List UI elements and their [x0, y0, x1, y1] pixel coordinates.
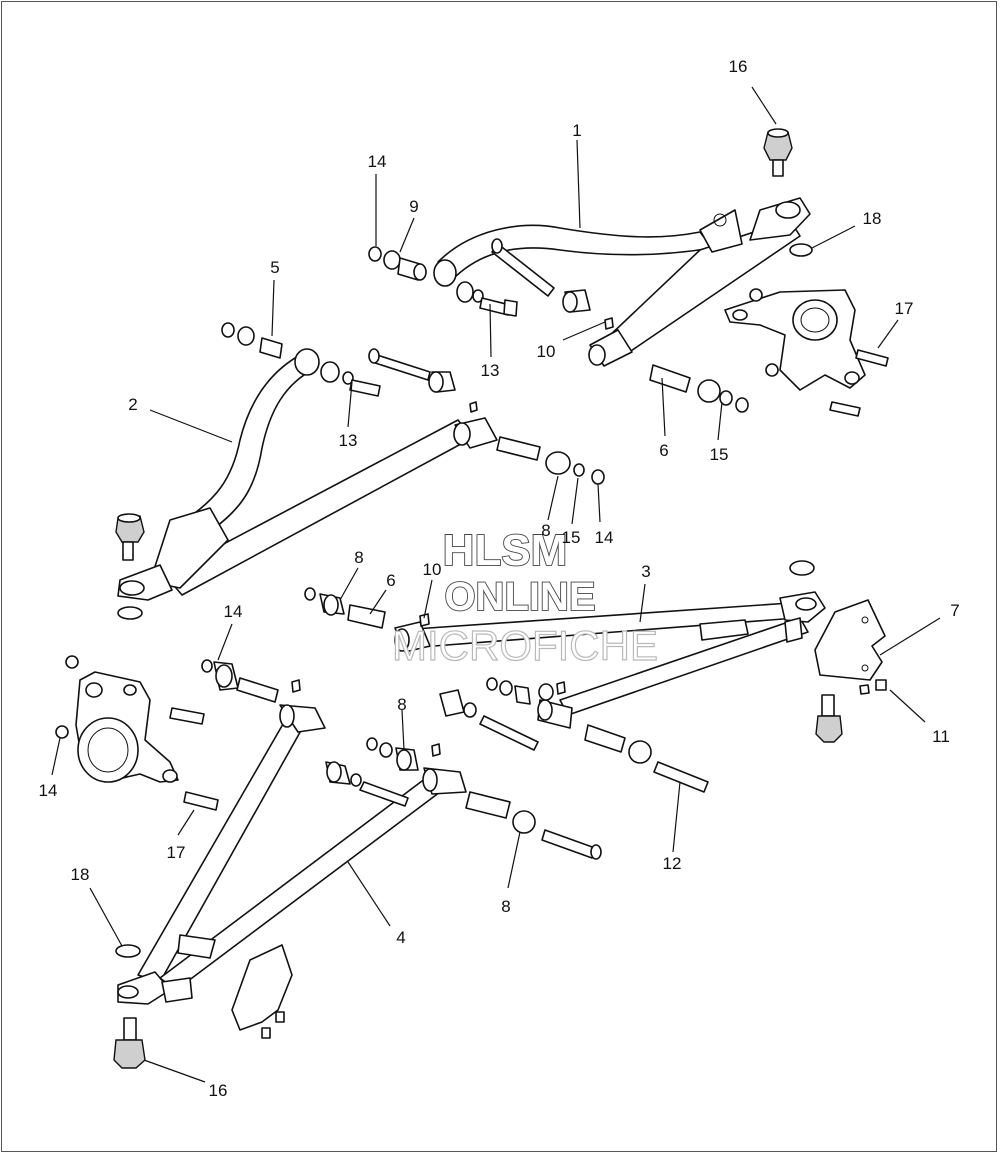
- lower-a-arm-right: [394, 591, 826, 729]
- callout-17-left: 17: [167, 843, 186, 862]
- callout-8-bottom: 8: [501, 897, 510, 916]
- callout-9: 9: [409, 197, 418, 216]
- callout-16-bottom: 16: [209, 1081, 228, 1100]
- snap-ring-left: [117, 606, 143, 620]
- callout-14-bottomleft: 14: [39, 781, 58, 800]
- callout-3: 3: [641, 562, 650, 581]
- callout-16-top: 16: [729, 57, 748, 76]
- callout-14-left: 14: [224, 602, 243, 621]
- callout-7: 7: [950, 601, 959, 620]
- watermark-line-3: MICROFICHE: [392, 622, 658, 669]
- ball-joint-left: [115, 513, 145, 561]
- callout-6-top: 6: [659, 441, 668, 460]
- callout-18-top: 18: [863, 209, 882, 228]
- steering-knuckle-left: [55, 655, 219, 811]
- callout-10-top: 10: [537, 342, 556, 361]
- callout-15-top: 15: [710, 445, 729, 464]
- callout-labels: 16 1 14 9 18 5 17 10 13 2 13 6 15 8 15 1…: [39, 57, 960, 1100]
- arm4-hardware: [201, 659, 602, 860]
- leader-lines: [51, 86, 941, 1083]
- ball-joint-right: [815, 694, 843, 743]
- snap-ring-top: [789, 243, 813, 257]
- callout-17-right: 17: [895, 299, 914, 318]
- callout-5: 5: [270, 258, 279, 277]
- callout-10-mid: 10: [423, 560, 442, 579]
- lower-a-arm-left: [117, 704, 467, 1005]
- callout-18-bottom: 18: [71, 865, 90, 884]
- ball-joint-top: [763, 128, 793, 177]
- ball-joint-bottom: [113, 1017, 146, 1069]
- callout-1: 1: [572, 121, 581, 140]
- callout-15-mid: 15: [562, 528, 581, 547]
- arm1-hardware: [368, 238, 749, 413]
- callout-13-a: 13: [481, 361, 500, 380]
- snap-ring-bottom: [115, 944, 141, 958]
- skid-plate-left: [231, 944, 293, 1039]
- arm2-hardware: [221, 322, 605, 485]
- upper-a-arm-top: [433, 197, 811, 367]
- callout-8-mid: 8: [541, 521, 550, 540]
- steering-knuckle-right: [724, 288, 889, 417]
- callout-2: 2: [128, 395, 137, 414]
- callout-12: 12: [663, 854, 682, 873]
- callout-14-top: 14: [368, 152, 387, 171]
- watermark-line-2: ONLINE: [444, 575, 595, 619]
- arm3-hardware: [304, 560, 815, 793]
- callout-4: 4: [396, 928, 405, 947]
- callout-8-center: 8: [397, 695, 406, 714]
- callout-13-b: 13: [339, 431, 358, 450]
- callout-14-mid: 14: [595, 528, 614, 547]
- watermark-line-1: HLSM: [443, 526, 568, 575]
- callout-6-mid: 6: [386, 571, 395, 590]
- skid-plate-right: [814, 599, 887, 695]
- watermark: HLSM ONLINE MICROFICHE: [391, 525, 658, 670]
- upper-a-arm-left: [117, 348, 498, 601]
- callout-8-left: 8: [354, 548, 363, 567]
- callout-11: 11: [932, 727, 950, 746]
